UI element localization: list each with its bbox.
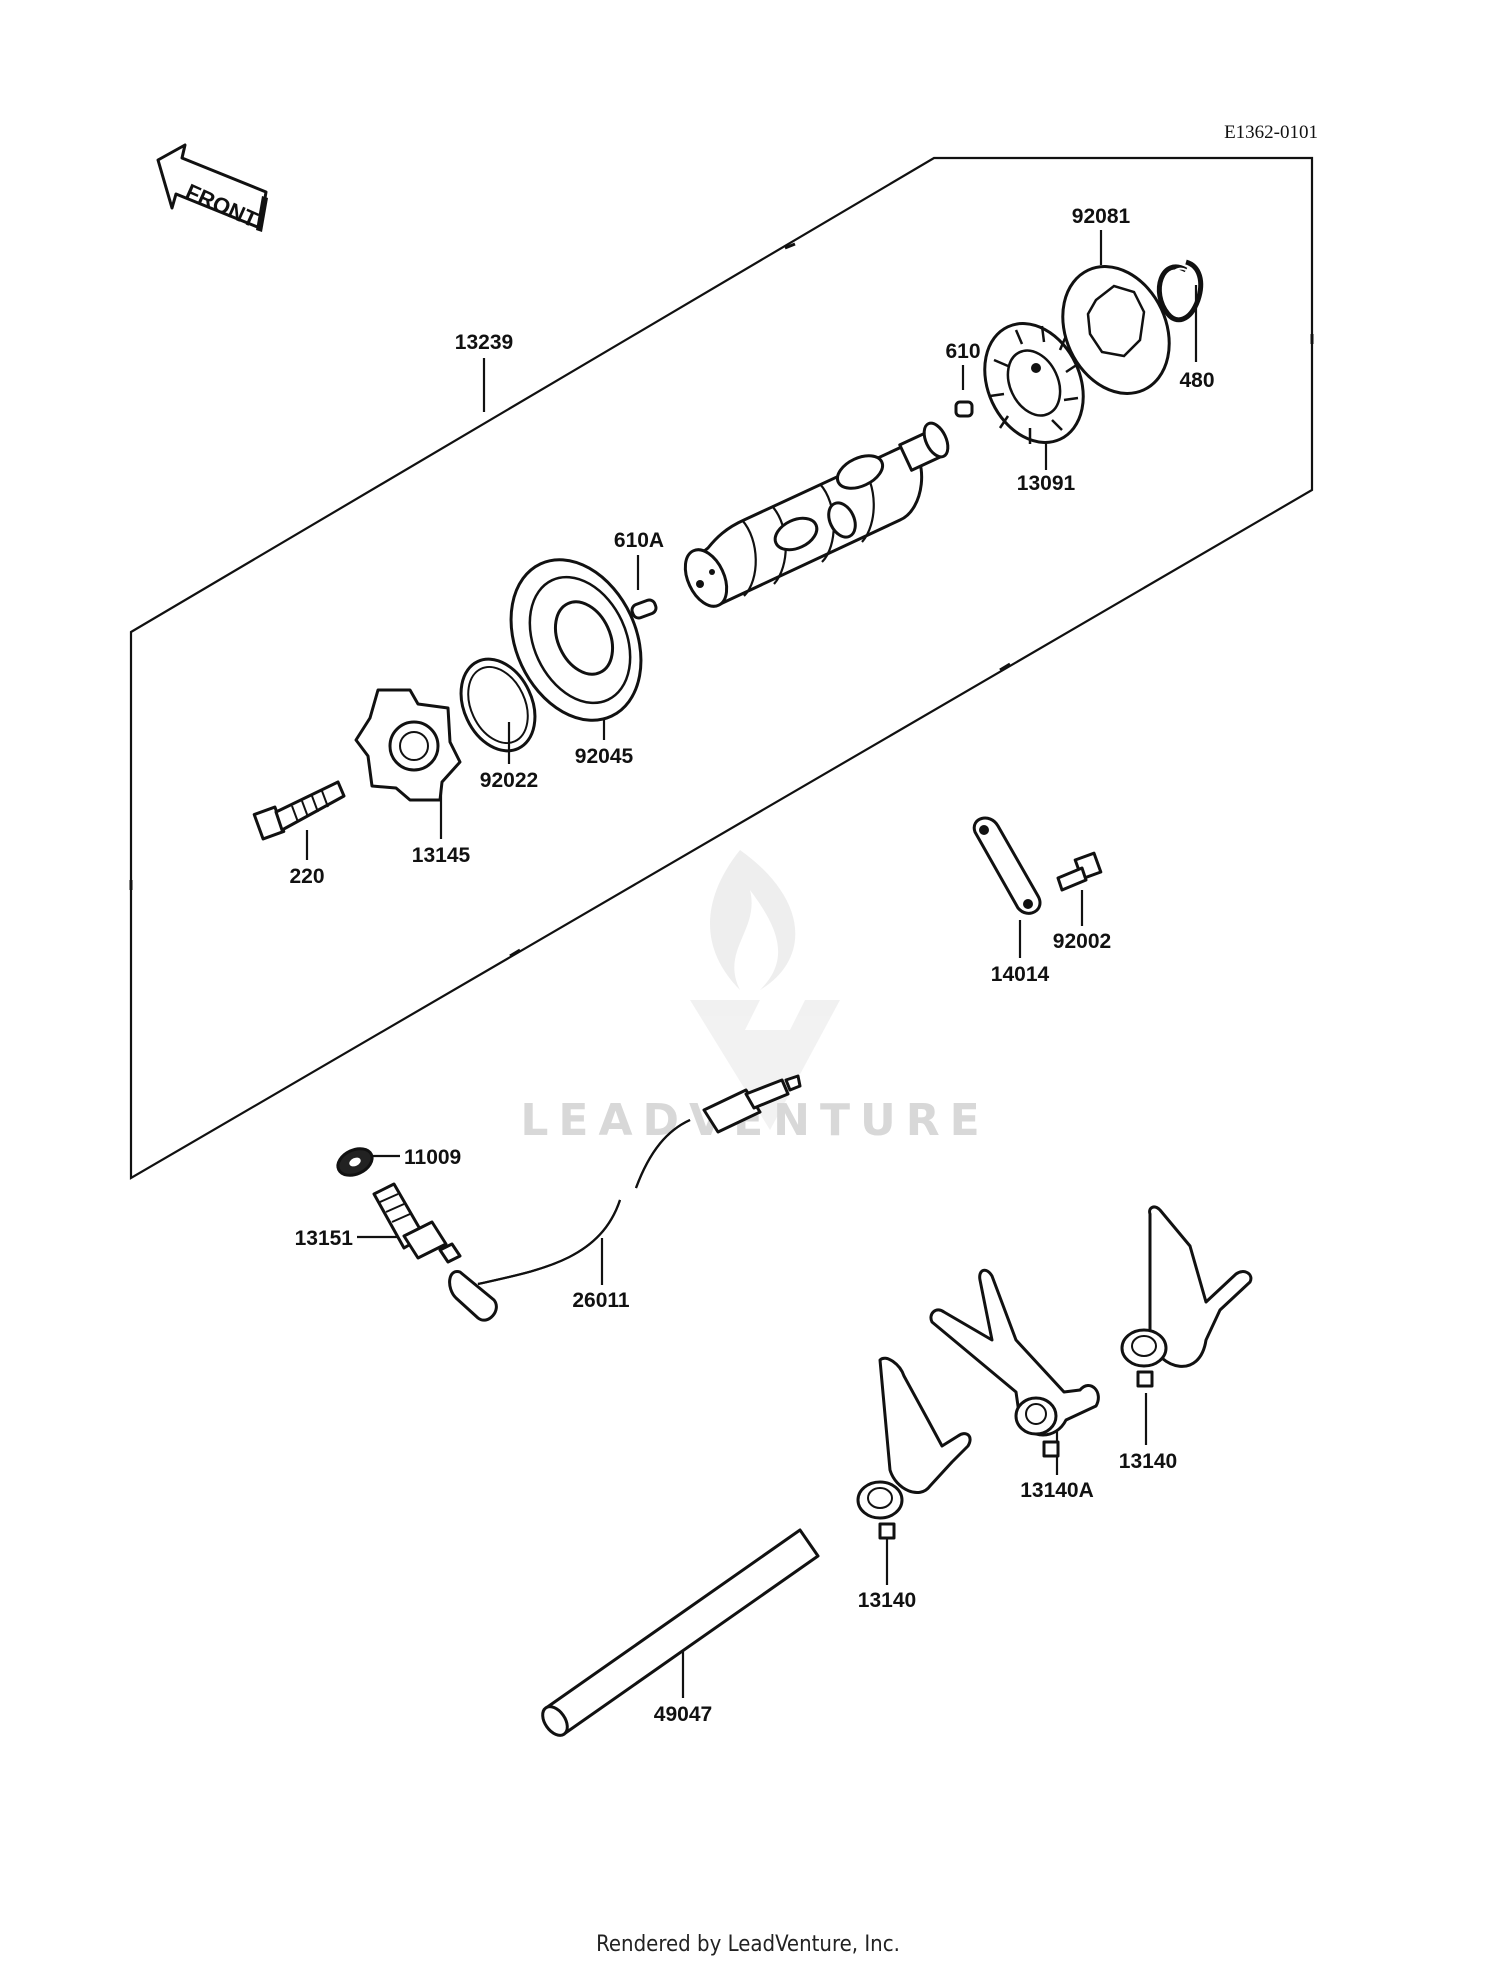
callout-480: 480 — [1179, 369, 1214, 392]
shaft-49047 — [541, 1528, 820, 1737]
callout-610: 610 — [945, 340, 980, 363]
callout-13140-left: 13140 — [858, 1589, 916, 1612]
callout-92002: 92002 — [1053, 930, 1111, 953]
circlip-480 — [1156, 259, 1204, 323]
bolt-220 — [252, 780, 346, 841]
switch-13151 — [372, 1182, 462, 1264]
callout-92081: 92081 — [1072, 205, 1131, 228]
link-plate-14014 — [972, 816, 1042, 915]
front-direction-arrow: FRONT — [156, 143, 268, 233]
fork-13140-right — [1120, 1205, 1253, 1388]
pin-610 — [954, 400, 974, 418]
callout-13140A: 13140A — [1020, 1479, 1094, 1502]
footer-credit: Rendered by LeadVenture, Inc. — [596, 1932, 900, 1957]
callout-13091: 13091 — [1017, 472, 1076, 495]
callout-14014: 14014 — [991, 963, 1050, 986]
bolt-92002 — [1056, 851, 1103, 892]
outline-dash-marks — [129, 242, 1314, 958]
callout-49047: 49047 — [654, 1703, 712, 1726]
plate-13091 — [983, 322, 1085, 444]
ring-92022 — [459, 657, 537, 753]
callout-labels: 13239 92081 480 610 13091 610A 92045 920… — [289, 205, 1214, 1726]
reference-code: E1362-0101 — [1224, 122, 1318, 143]
fork-13140-left — [856, 1356, 972, 1540]
callout-220: 220 — [289, 865, 324, 888]
watermark-logo — [690, 850, 840, 1130]
washer-11009 — [336, 1147, 374, 1177]
callout-610A: 610A — [614, 529, 664, 552]
callout-13239: 13239 — [455, 331, 513, 354]
callout-13145: 13145 — [412, 844, 471, 867]
fork-13140A-middle — [929, 1268, 1100, 1458]
plate-92081 — [1061, 265, 1171, 395]
shift-drum — [683, 421, 950, 608]
assembly-outline — [129, 156, 1314, 1180]
bearing-92045 — [509, 558, 643, 722]
callout-92045: 92045 — [575, 745, 634, 768]
cam-13145 — [354, 688, 462, 802]
pin-610A — [630, 598, 658, 620]
callout-92022: 92022 — [480, 769, 538, 792]
callout-26011: 26011 — [572, 1289, 630, 1312]
lead-wire-26011 — [448, 1074, 802, 1322]
callout-13140-right: 13140 — [1119, 1450, 1177, 1473]
callout-13151: 13151 — [295, 1227, 354, 1250]
callout-11009: 11009 — [404, 1146, 461, 1169]
